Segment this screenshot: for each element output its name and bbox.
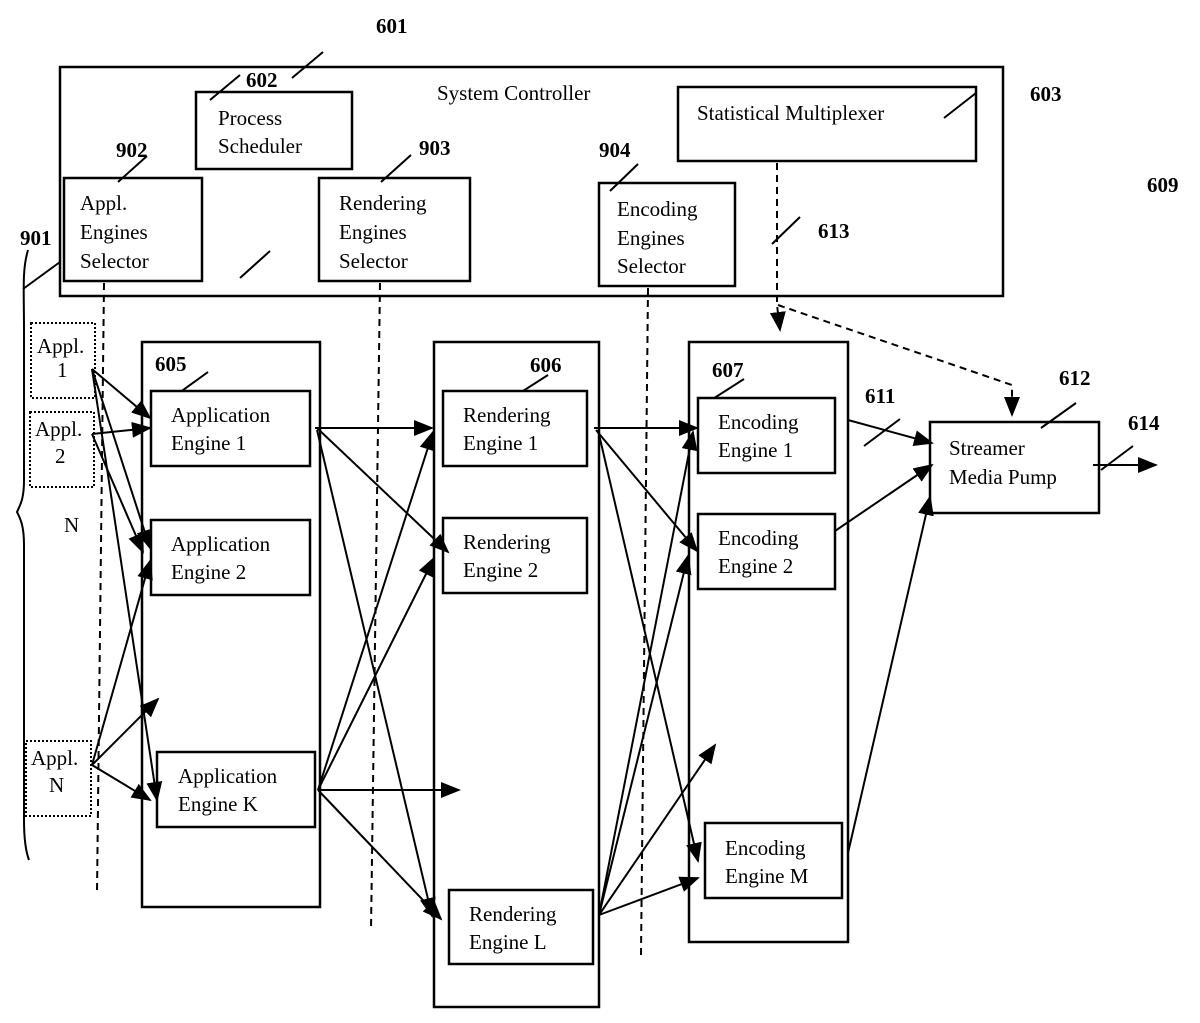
appl-selector-label-3: Selector — [80, 249, 149, 273]
application-engine-1-label-2: Engine 1 — [171, 431, 246, 455]
rendering-engine-l-label-2: Engine L — [469, 930, 547, 954]
arrow-ee2-streamer — [835, 465, 932, 531]
encoding-selector-label-2: Engines — [617, 226, 685, 250]
ref-601: 601 — [376, 14, 408, 38]
ref-901: 901 — [20, 226, 52, 250]
rendering-engine-2-label-2: Engine 2 — [463, 558, 538, 582]
ref-614: 614 — [1128, 411, 1160, 435]
encoding-engine-m[interactable]: Encoding Engine M — [705, 823, 842, 898]
application-engine-2-label-1: Application — [171, 532, 271, 556]
application-engine-k-label-1: Application — [178, 764, 278, 788]
encoding-engine-2[interactable]: Encoding Engine 2 — [698, 514, 835, 589]
appl-selector-label-2: Engines — [80, 220, 148, 244]
appl-n[interactable]: Appl. N — [26, 741, 91, 816]
statistical-multiplexer-label: Statistical Multiplexer — [697, 101, 884, 125]
arrow-rel-eem — [599, 878, 698, 915]
arrow-aek-rel — [318, 790, 441, 919]
process-scheduler-label-1: Process — [218, 106, 282, 130]
ref-609: 609 — [1147, 173, 1179, 197]
leader-614 — [1101, 446, 1133, 470]
system-controller-title: System Controller — [437, 81, 590, 105]
appl-2[interactable]: Appl. 2 — [30, 412, 94, 487]
ref-603: 603 — [1030, 82, 1062, 106]
rendering-engine-2[interactable]: Rendering Engine 2 — [443, 518, 587, 593]
streamer-media-pump[interactable]: Streamer Media Pump — [930, 422, 1099, 513]
appl-n-label-2: N — [49, 773, 64, 797]
appl-2-label-2: 2 — [55, 444, 66, 468]
encoding-engines-group: 607 Encoding Engine 1 Encoding Engine 2 … — [689, 342, 848, 942]
leader-901 — [23, 262, 60, 289]
arrow-aek-re2 — [318, 558, 434, 790]
control-line-rendering — [371, 283, 380, 930]
streamer-label-2: Media Pump — [949, 465, 1057, 489]
appl-n-label-1: Appl. — [31, 746, 78, 770]
ref-607: 607 — [712, 358, 744, 382]
process-scheduler-label-2: Scheduler — [218, 134, 302, 158]
applications: N Appl. 1 Appl. 2 Appl. N — [26, 323, 95, 816]
applications-count-label: N — [64, 513, 79, 537]
arrow-rel-ee2 — [599, 556, 688, 915]
ref-602: 602 — [246, 68, 278, 92]
encoding-engine-m-label-2: Engine M — [725, 864, 809, 888]
encoding-selector-label-1: Encoding — [617, 197, 698, 221]
application-engines-group: 605 Application Engine 1 Application Eng… — [142, 342, 320, 907]
application-engine-k[interactable]: Application Engine K — [157, 752, 315, 827]
ref-611: 611 — [865, 384, 895, 408]
rendering-engine-1-label-2: Engine 1 — [463, 431, 538, 455]
arrow-eem-streamer — [848, 497, 930, 853]
encoding-engine-1[interactable]: Encoding Engine 1 — [698, 398, 835, 473]
appl-1-label-1: Appl. — [37, 334, 84, 358]
application-engine-k-label-2: Engine K — [178, 792, 258, 816]
application-engine-1-label-1: Application — [171, 403, 271, 427]
arrow-re1-eem — [598, 430, 698, 861]
appl-1[interactable]: Appl. 1 — [31, 323, 95, 398]
application-engine-2-label-2: Engine 2 — [171, 560, 246, 584]
ref-612: 612 — [1059, 366, 1091, 390]
appl-1-label-2: 1 — [57, 358, 68, 382]
encoding-selector-label-3: Selector — [617, 254, 686, 278]
ref-605: 605 — [155, 352, 187, 376]
rendering-engine-2-label-1: Rendering — [463, 530, 551, 554]
ref-903: 903 — [419, 136, 451, 160]
streamer-label-1: Streamer — [949, 436, 1025, 460]
appl-2-label-1: Appl. — [35, 417, 82, 441]
rendering-engine-1[interactable]: Rendering Engine 1 — [443, 391, 587, 466]
ref-606: 606 — [530, 353, 562, 377]
ref-902: 902 — [116, 138, 148, 162]
arrow-ae1-rel — [317, 430, 432, 916]
rendering-engine-l[interactable]: Rendering Engine L — [449, 890, 593, 964]
application-engine-1[interactable]: Application Engine 1 — [151, 391, 310, 466]
rendering-selector-label-3: Selector — [339, 249, 408, 273]
rendering-engines-group: 606 Rendering Engine 1 Rendering Engine … — [434, 342, 599, 1007]
arrow-aek-re1 — [318, 432, 433, 790]
encoding-engine-1-label-1: Encoding — [718, 410, 799, 434]
encoding-engine-1-label-2: Engine 1 — [718, 438, 793, 462]
encoding-engine-m-label-1: Encoding — [725, 836, 806, 860]
system-controller: System Controller 601 Process Scheduler … — [60, 14, 1062, 296]
rendering-engine-l-label-1: Rendering — [469, 902, 557, 926]
application-engine-2[interactable]: Application Engine 2 — [151, 520, 310, 595]
encoding-engine-2-label-2: Engine 2 — [718, 554, 793, 578]
ref-613: 613 — [818, 219, 850, 243]
appl-selector-label-1: Appl. — [80, 191, 127, 215]
arrow-ee1-streamer — [848, 420, 932, 443]
rendering-selector-label-1: Rendering — [339, 191, 427, 215]
rendering-selector-label-2: Engines — [339, 220, 407, 244]
ref-904: 904 — [599, 138, 631, 162]
encoding-engine-2-label-1: Encoding — [718, 526, 799, 550]
rendering-engine-1-label-1: Rendering — [463, 403, 551, 427]
